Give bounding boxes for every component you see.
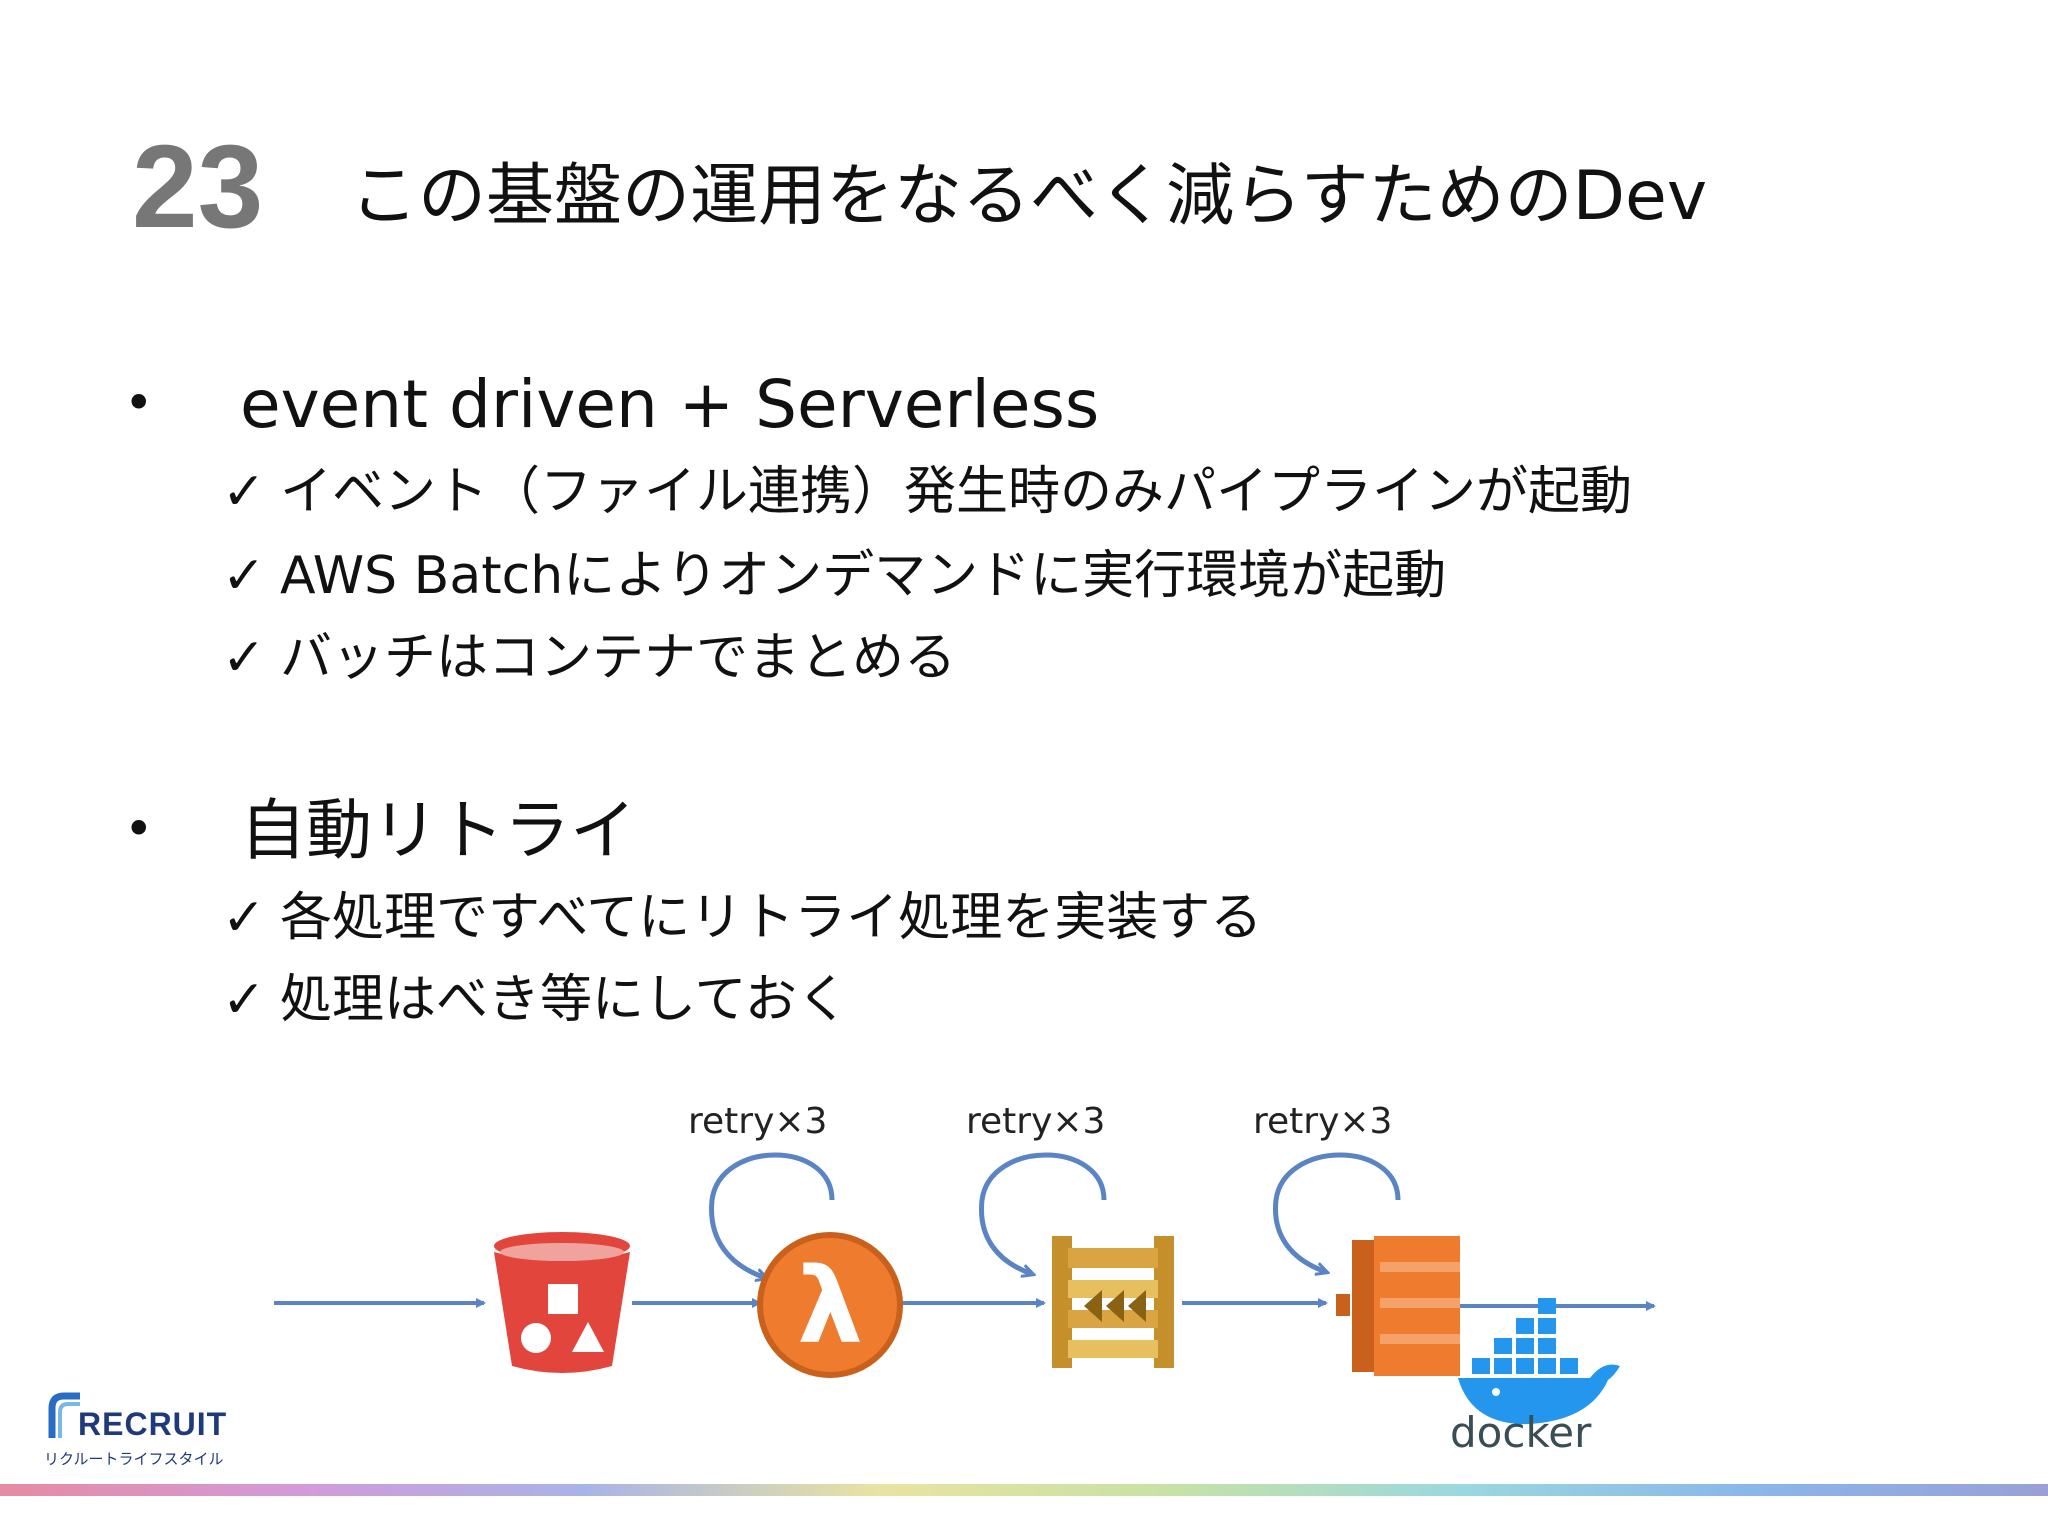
sub-item-text: バッチはコンテナでまとめる — [280, 628, 957, 688]
sub-item: ✓イベント（ファイル連携）発生時のみパイプラインが起動 — [222, 466, 1632, 518]
check-icon: ✓ — [222, 888, 266, 948]
logo-main-text: RECRUIT — [78, 1406, 228, 1442]
sub-item-text: 各処理ですべてにリトライ処理を実装する — [280, 888, 1263, 948]
step-functions-icon — [1052, 1236, 1174, 1368]
svg-text:λ: λ — [797, 1245, 863, 1367]
sub-item: ✓バッチはコンテナでまとめる — [222, 632, 956, 684]
bullet-auto-retry: •自動リトライ — [124, 798, 636, 864]
slide-number: 23 — [132, 121, 264, 253]
footer-gradient-bar — [0, 1484, 2048, 1496]
bullet-dot: • — [124, 373, 154, 432]
sub-item: ✓処理はべき等にしておく — [222, 974, 849, 1026]
retry-loop-arrow — [1273, 1152, 1401, 1272]
flow-arrows — [274, 1298, 1656, 1311]
retry-label: retry×3 — [688, 1101, 828, 1142]
bullet-text: event driven + Serverless — [240, 366, 1100, 443]
retry-label: retry×3 — [966, 1101, 1106, 1142]
s3-bucket-icon — [494, 1232, 630, 1373]
bullet-dot: • — [124, 799, 154, 858]
bullet-text: 自動リトライ — [240, 792, 636, 869]
sub-item-text: イベント（ファイル連携）発生時のみパイプラインが起動 — [280, 462, 1633, 522]
ec2-icon — [1336, 1236, 1460, 1376]
check-icon: ✓ — [222, 970, 266, 1030]
sub-item: ✓各処理ですべてにリトライ処理を実装する — [222, 892, 1262, 944]
docker-label: docker — [1450, 1408, 1592, 1457]
retry-arrows — [709, 1152, 1401, 1278]
docker-whale-icon — [1458, 1298, 1620, 1425]
retry-label: retry×3 — [1253, 1101, 1393, 1142]
logo-sub-text: リクルートライフスタイル — [44, 1450, 224, 1468]
check-icon: ✓ — [222, 628, 266, 688]
sub-item-text: AWS Batchによりオンデマンドに実行環境が起動 — [280, 546, 1447, 606]
recruit-logo-mark — [48, 1392, 80, 1438]
sub-item: ✓AWS Batchによりオンデマンドに実行環境が起動 — [222, 550, 1446, 602]
check-icon: ✓ — [222, 546, 266, 606]
retry-loop-arrow — [978, 1152, 1107, 1274]
lambda-icon: λ — [757, 1232, 903, 1378]
check-icon: ✓ — [222, 462, 266, 522]
bullet-event-driven: •event driven + Serverless — [124, 372, 1099, 438]
slide-title: この基盤の運用をなるべく減らすためのDev — [350, 157, 1708, 236]
retry-loop-arrow — [709, 1152, 835, 1278]
sub-item-text: 処理はべき等にしておく — [280, 970, 849, 1030]
